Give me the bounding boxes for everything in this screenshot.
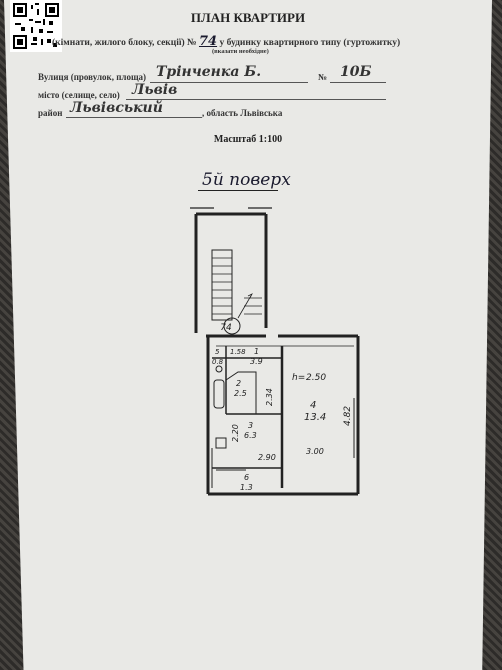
dim-1: 1.58 — [230, 348, 246, 356]
subtitle-line: (кімнати, жилого блоку, секції) № 74 у б… — [52, 34, 400, 49]
city-value: Львів — [132, 82, 178, 98]
room-4-id: 4 — [310, 400, 316, 411]
room-1-id: 1 — [254, 347, 259, 356]
floor-underline — [198, 190, 278, 191]
number-label: № — [318, 72, 328, 82]
street-underline — [150, 82, 308, 83]
scale-label: Масштаб 1:100 — [213, 134, 283, 145]
city-label: місто (селище, село) — [38, 90, 120, 100]
qr-code — [10, 0, 62, 52]
room-5-area: 0.8 — [212, 358, 224, 366]
room-4-area: 13.4 — [304, 412, 326, 423]
number-underline — [330, 82, 386, 83]
room-1-area: 3.9 — [250, 357, 263, 366]
document-sheet: ПЛАН КВАРТИРИ (кімнати, жилого блоку, се… — [4, 0, 492, 670]
district-label: район — [38, 108, 63, 118]
subtitle-prefix: (кімнати, жилого блоку, секції) № — [52, 38, 197, 48]
document-title: ПЛАН КВАРТИРИ — [190, 10, 306, 25]
dim-7: 3.00 — [306, 447, 324, 456]
apartment-number: 74 — [198, 34, 218, 49]
room-5-id: 5 — [215, 348, 220, 356]
room-2-id: 2 — [236, 379, 241, 388]
dim-5: 2.90 — [258, 453, 276, 462]
street-label: Вулиця (провулок, площа) — [38, 72, 147, 82]
ceiling-value: 2.50 — [306, 373, 326, 383]
room-6-id: 6 — [244, 473, 249, 482]
room-3-area: 6.3 — [244, 431, 257, 440]
floor-plan: 74 5 0.8 1.58 1 3.9 2 2.5 2.34 h= 2.50 4… — [190, 207, 360, 496]
street-row: Вулиця (провулок, площа) — [38, 72, 146, 82]
dim-2: 2.34 — [265, 388, 274, 406]
room-2-area: 2.5 — [234, 389, 247, 398]
district-underline — [66, 117, 202, 118]
room-3-id: 3 — [248, 421, 253, 430]
subtitle-suffix: у будинку квартирного типу (гуртожитку) — [219, 38, 401, 48]
number-value: 10Б — [340, 64, 372, 80]
street-value: Трінченка Б. — [156, 64, 262, 80]
city-underline — [126, 99, 386, 100]
note-text: (вказати необхідне) — [212, 48, 269, 55]
district-value: Львівський — [70, 100, 163, 116]
dim-4: 4.82 — [343, 406, 353, 426]
flat-badge: 74 — [220, 323, 232, 333]
room-6-area: 1.3 — [240, 483, 253, 492]
ceiling-prefix: h= — [292, 373, 305, 383]
dim-8: 2.20 — [231, 424, 240, 442]
floor-label: 5й поверх — [202, 170, 291, 190]
oblast-text: , область Львівська — [202, 108, 283, 118]
